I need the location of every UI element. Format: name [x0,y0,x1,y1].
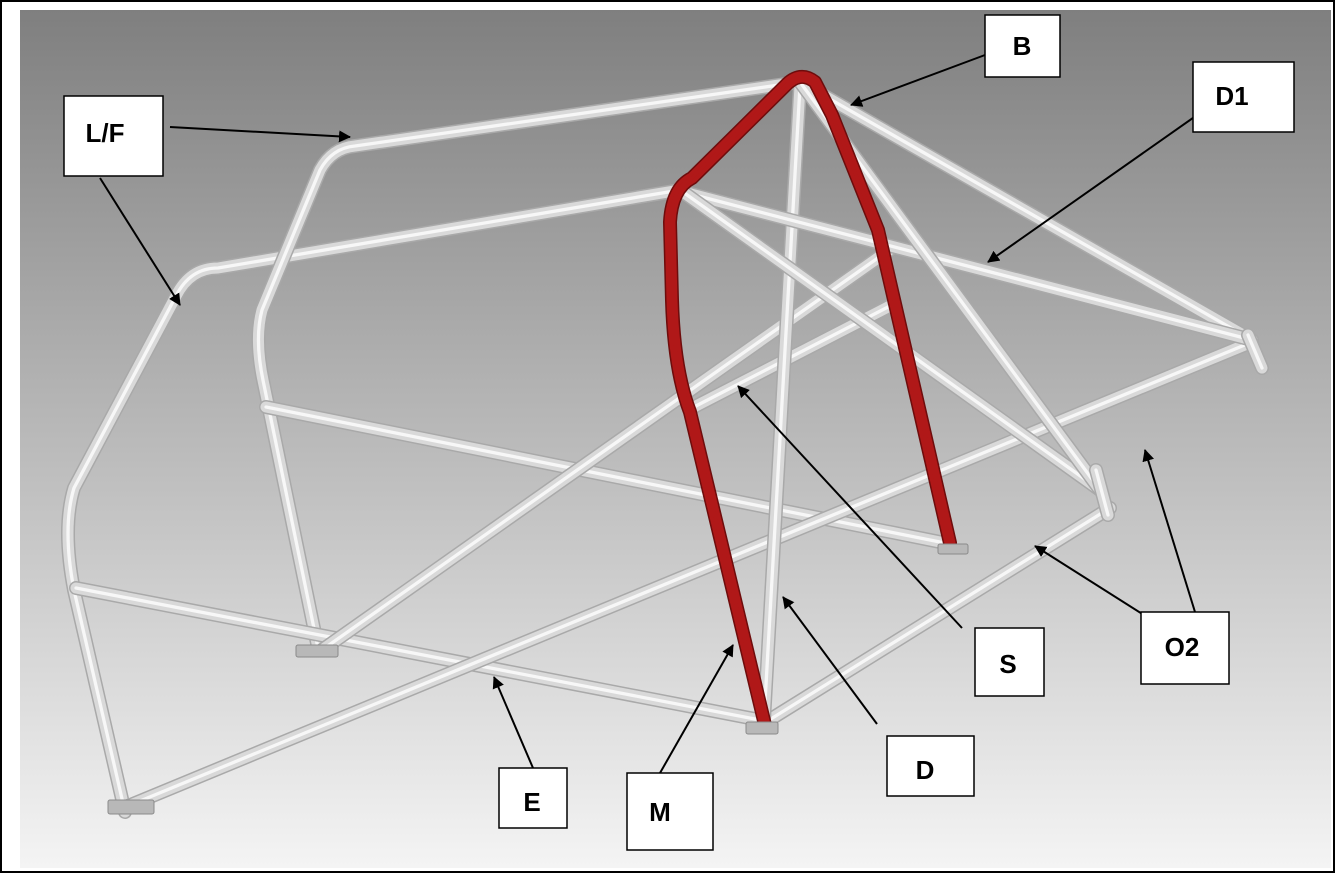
label-lf: L/F [86,118,125,148]
callout-arrows [99,54,1201,774]
roof-diagonal-right [793,75,1259,347]
mounting-foot [937,543,969,555]
label-box-d: D [886,735,975,797]
mounting-foot [107,799,155,815]
arrow-d [782,596,878,725]
silver-tubes [61,75,1269,819]
label-o2: O2 [1165,632,1200,662]
mounting-feet [107,543,969,815]
label-m: M [649,797,671,827]
arrow-o2-b [1142,449,1196,613]
label-d1: D1 [1215,81,1248,111]
arrow-m [659,644,734,774]
mounting-foot [745,721,779,735]
label-b: B [1013,31,1032,61]
background-panel [20,10,1331,868]
main-hoop-tube [663,69,957,732]
arrow-e [492,676,534,769]
diagonal-d [757,79,807,727]
mounting-foot [295,644,339,658]
rear-stay-top [1241,328,1269,375]
arrow-o2-a [1034,545,1156,623]
rear-stay-mid [1089,463,1115,522]
roof-diagonal-left [676,185,1259,347]
rear-floor-stay [759,501,1117,729]
arrow-d1 [987,112,1201,263]
arrow-s [737,385,963,629]
label-e: E [523,787,540,817]
label-box-b: B [984,14,1061,78]
front-transverse-bar [69,581,767,727]
left-longitudinal-bar [121,335,1259,813]
right-longitudinal-bar [315,241,899,657]
label-box-m: M [626,772,714,851]
label-d: D [916,755,935,785]
arrow-lf-side [99,177,181,306]
label-box-s: S [974,627,1045,697]
arrow-b [850,54,986,107]
front-right-pillar [251,75,807,655]
arrow-lf-top [169,126,351,143]
cross-diagonal-1 [676,185,1107,497]
label-box-o2: O2 [1140,611,1230,685]
label-box-lf: L/F [63,95,164,177]
label-box-d1: D1 [1192,61,1295,133]
label-box-e: E [498,767,568,829]
main-hoop [663,69,957,732]
front-left-pillar [61,183,687,819]
label-s: S [999,649,1016,679]
